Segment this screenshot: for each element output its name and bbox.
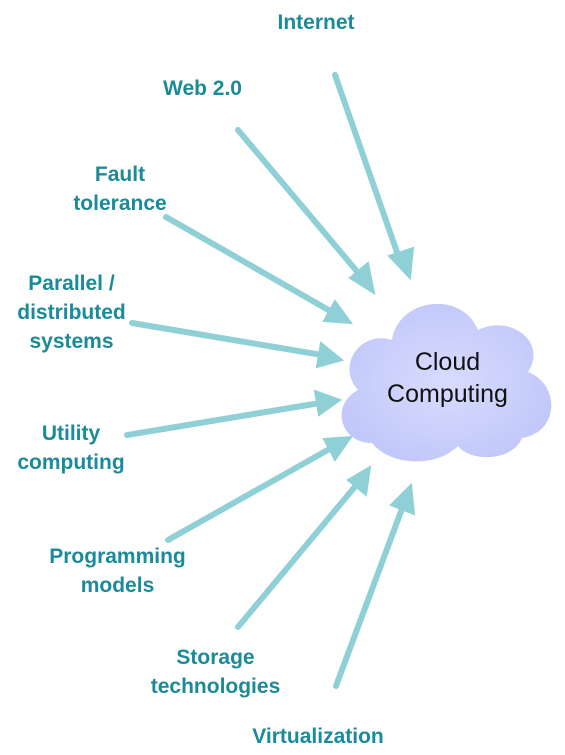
- cloud-computing-title: Cloud Computing: [365, 346, 530, 410]
- label-virtualization: Virtualization: [252, 725, 384, 748]
- label-web20: Web 2.0: [163, 77, 242, 100]
- label-parallel-distributed-systems: Parallel / distributed systems: [17, 272, 126, 353]
- arrow-fault-tolerance: [163, 214, 354, 325]
- arrow-internet: [332, 72, 415, 281]
- label-fault-tolerance: Fault tolerance: [73, 163, 167, 215]
- label-utility-computing: Utility computing: [17, 422, 125, 474]
- cloud-title-line2: Computing: [387, 380, 508, 408]
- arrow-utility: [124, 389, 343, 438]
- label-internet: Internet: [277, 11, 355, 34]
- arrow-web20: [235, 127, 376, 296]
- cloud-shape: [341, 303, 552, 462]
- arrow-storage: [235, 465, 372, 630]
- label-programming-models: Programming models: [49, 545, 186, 597]
- cloud-title-line1: Cloud: [414, 348, 481, 376]
- label-storage-technologies: Storage technologies: [150, 646, 281, 698]
- arrow-parallel: [129, 320, 345, 369]
- arrow-virtualization: [333, 482, 416, 689]
- arrow-programming: [165, 435, 354, 543]
